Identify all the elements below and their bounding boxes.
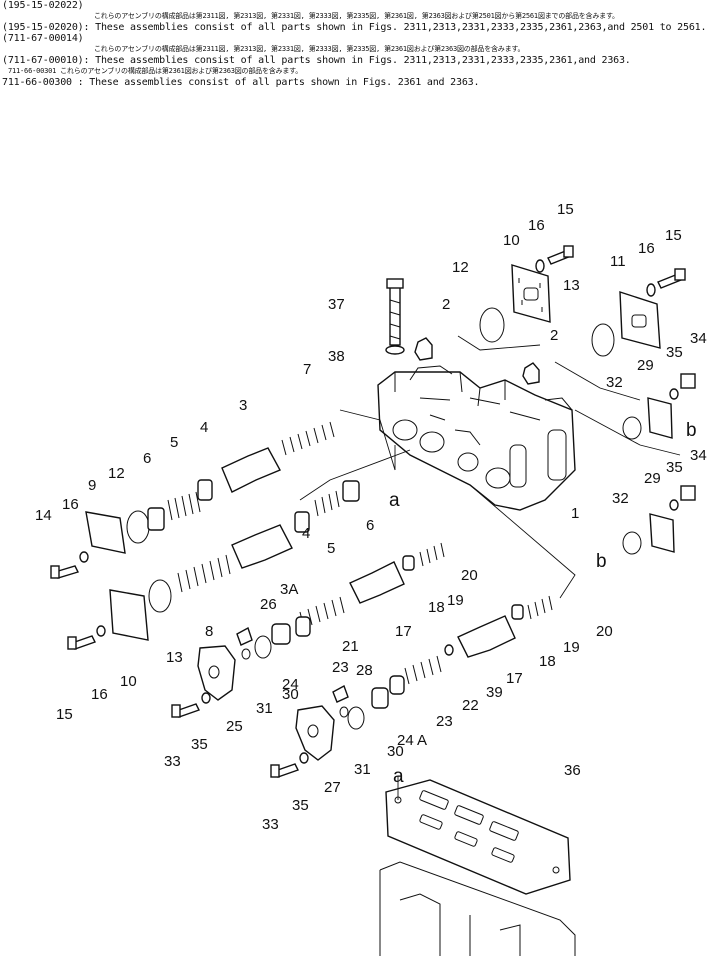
callout-8: 8: [205, 623, 213, 640]
callout-24a: 24 A: [397, 732, 427, 749]
callout-2: 2: [442, 296, 450, 313]
callout-35: 35: [666, 344, 683, 361]
callout-29: 29: [644, 470, 661, 487]
reference-b-upper: b: [686, 420, 697, 441]
callout-37: 37: [328, 296, 345, 313]
callout-31: 31: [354, 761, 371, 778]
callout-17: 17: [506, 670, 523, 687]
note-english-3: 711-66-00300 : These assemblies consist …: [2, 77, 480, 88]
note-code-195-15-02022: (195-15-02022): [2, 0, 84, 11]
callout-17: 17: [395, 623, 412, 640]
callout-3a: 3A: [280, 581, 298, 598]
callout-29: 29: [637, 357, 654, 374]
callout-6: 6: [366, 517, 374, 534]
callout-10: 10: [120, 673, 137, 690]
callout-34: 34: [690, 330, 707, 347]
callout-5: 5: [170, 434, 178, 451]
assembly-notes: (195-15-02022) これらのアセンブリの構成部品は第2311図, 第2…: [2, 0, 714, 88]
callout-5: 5: [327, 540, 335, 557]
callout-1: 1: [571, 505, 579, 522]
valve-body-drawing: [50, 245, 696, 956]
callout-15: 15: [557, 201, 574, 218]
callout-32: 32: [612, 490, 629, 507]
callout-33: 33: [164, 753, 181, 770]
callout-20: 20: [596, 623, 613, 640]
callout-38: 38: [328, 348, 345, 365]
note-english-2: (711-67-00010): These assemblies consist…: [2, 55, 631, 66]
callout-4: 4: [302, 525, 310, 542]
reference-b-lower: b: [596, 551, 607, 572]
callout-7: 7: [303, 361, 311, 378]
callout-21: 21: [342, 638, 359, 655]
callout-31: 31: [256, 700, 273, 717]
callout-24: 24: [282, 676, 299, 693]
callout-28: 28: [356, 662, 373, 679]
callout-32: 32: [606, 374, 623, 391]
callout-22: 22: [462, 697, 479, 714]
note-japanese-1: これらのアセンブリの構成部品は第2311図, 第2313図, 第2331図, 第…: [94, 12, 619, 20]
callout-35: 35: [292, 797, 309, 814]
part-callouts: 15 16 10 16 15 12 11 13 37 2 2 38 7 34 2…: [35, 201, 707, 833]
callout-9: 9: [88, 477, 96, 494]
callout-30: 30: [387, 743, 404, 760]
callout-23: 23: [332, 659, 349, 676]
callout-23: 23: [436, 713, 453, 730]
callout-30: 30: [282, 686, 299, 703]
callout-35: 35: [666, 459, 683, 476]
callout-16: 16: [91, 686, 108, 703]
callout-12: 12: [452, 259, 469, 276]
callout-13: 13: [563, 277, 580, 294]
callout-6: 6: [143, 450, 151, 467]
callout-25: 25: [226, 718, 243, 735]
callout-15: 15: [56, 706, 73, 723]
callout-16: 16: [638, 240, 655, 257]
note-code-711-67-00014: (711-67-00014): [2, 33, 84, 44]
callout-26: 26: [260, 596, 277, 613]
callout-3: 3: [239, 397, 247, 414]
callout-10: 10: [503, 232, 520, 249]
callout-18: 18: [539, 653, 556, 670]
callout-27: 27: [324, 779, 341, 796]
note-japanese-3: 711-66-00301 これらのアセンブリの構成部品は第2361図および第23…: [8, 67, 303, 75]
callout-33: 33: [262, 816, 279, 833]
callout-13: 13: [166, 649, 183, 666]
callout-15: 15: [665, 227, 682, 244]
callout-35: 35: [191, 736, 208, 753]
note-japanese-2: これらのアセンブリの構成部品は第2311図, 第2313図, 第2331図, 第…: [94, 45, 525, 53]
callout-19: 19: [563, 639, 580, 656]
reference-a-lower: a: [393, 766, 404, 787]
callout-14: 14: [35, 507, 52, 524]
callout-16: 16: [62, 496, 79, 513]
callout-20: 20: [461, 567, 478, 584]
callout-36: 36: [564, 762, 581, 779]
callout-16: 16: [528, 217, 545, 234]
callout-12: 12: [108, 465, 125, 482]
callout-34: 34: [690, 447, 707, 464]
callout-11: 11: [610, 253, 626, 270]
note-english-1: (195-15-02020): These assemblies consist…: [2, 22, 707, 33]
callout-4: 4: [200, 419, 208, 436]
callout-39: 39: [486, 684, 503, 701]
reference-a-upper: a: [389, 490, 400, 511]
callout-19: 19: [447, 592, 464, 609]
callout-2: 2: [550, 327, 558, 344]
callout-18: 18: [428, 599, 445, 616]
